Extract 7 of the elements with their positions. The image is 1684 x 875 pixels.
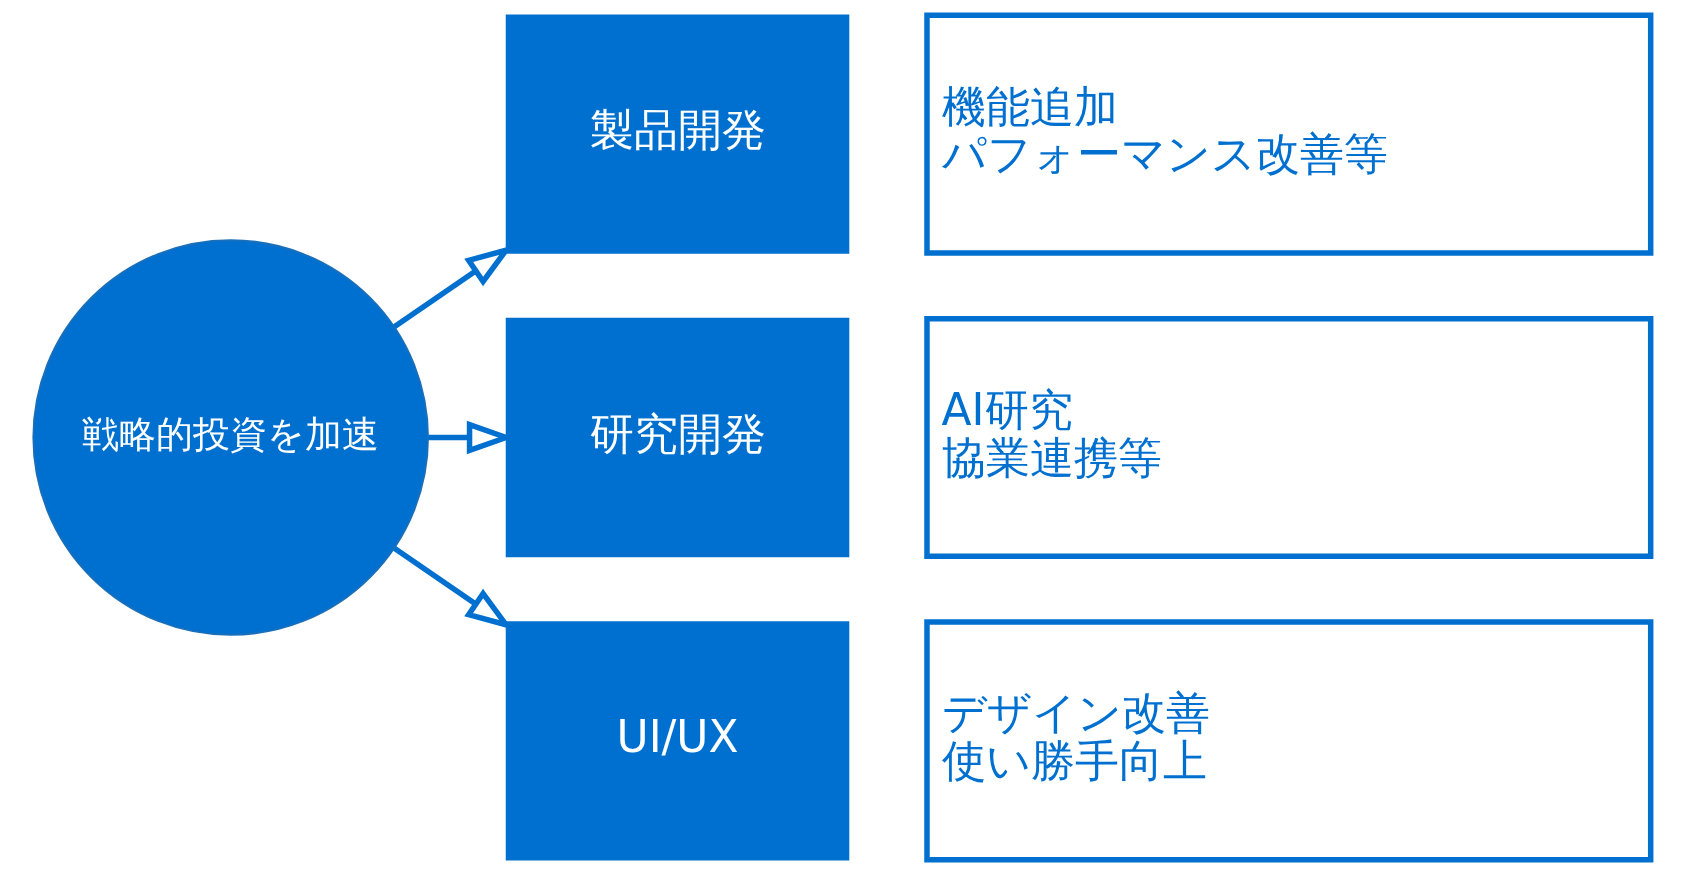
node-box: 研究開発 — [505, 317, 850, 558]
node-box: 機能追加 パフォーマンス改善等 — [924, 12, 1654, 256]
node-box: AI研究 協業連携等 — [924, 315, 1654, 560]
node-box: デザイン改善 使い勝手向上 — [924, 619, 1654, 863]
node-box: 製品開発 — [505, 14, 850, 254]
node-box: UI/UX — [505, 621, 850, 861]
node-circle: 戦略的投資を加速 — [32, 239, 429, 636]
